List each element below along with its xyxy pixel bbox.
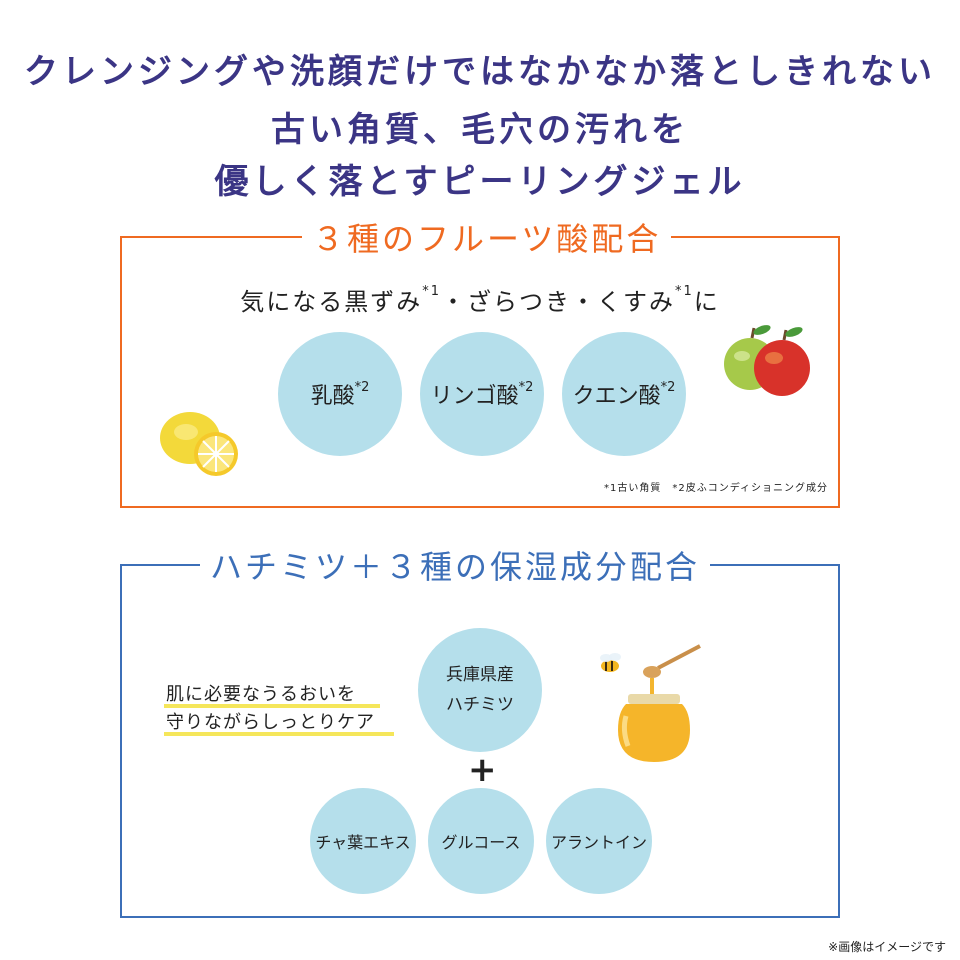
ingredient-circle-honey: 兵庫県産 ハチミツ: [418, 628, 542, 752]
image-disclaimer: ※画像はイメージです: [828, 940, 946, 954]
highlight-text-line-2: 守りながらしっとりケア: [166, 712, 375, 733]
highlight-underline-1: [164, 704, 380, 708]
subtitle-part-2: ・ざらつき・くすみ: [441, 288, 675, 316]
plus-sign: +: [468, 750, 497, 790]
ingredient-circle-lactic-acid: 乳酸*2: [278, 332, 402, 456]
footnote-mark: *1: [422, 284, 441, 299]
headline-line-3: 優しく落とすピーリングジェル: [214, 162, 746, 202]
ingredient-label: リンゴ酸: [430, 384, 519, 409]
ingredient-label: チャ葉エキス: [315, 833, 411, 852]
ingredient-circle-glucose: グルコース: [428, 788, 534, 894]
footnote-mark: *2: [660, 380, 676, 395]
honey-title: ハチミツ＋３種の保湿成分配合: [200, 542, 711, 588]
apple-illustration: [724, 325, 810, 396]
honey-panel: ハチミツ＋３種の保湿成分配合 肌に必要なうるおいを 守りながらしっとりケア 兵庫…: [120, 542, 840, 918]
honey-label: ハチミツ: [446, 695, 514, 715]
fruit-acid-title: ３種のフルーツ酸配合: [302, 214, 672, 260]
ingredient-circle-allantoin: アラントイン: [546, 788, 652, 894]
lemon-illustration: [160, 412, 238, 476]
honey-jar-illustration: [600, 644, 701, 762]
subtitle-part-3: に: [693, 288, 720, 316]
ingredient-label: アラントイン: [550, 833, 647, 852]
ingredient-circle-tea-leaf-extract: チャ葉エキス: [310, 788, 416, 894]
fruit-acid-subtitle: 気になる黒ずみ*1・ざらつき・くすみ*1に: [122, 282, 838, 317]
ingredient-label: グルコース: [441, 833, 521, 852]
footnote-mark: *1: [675, 284, 694, 299]
highlight-text-line-1: 肌に必要なうるおいを: [166, 684, 356, 705]
subtitle-part-1: 気になる黒ずみ: [240, 288, 423, 316]
ingredient-circle-citric-acid: クエン酸*2: [562, 332, 686, 456]
footnote-mark: *2: [518, 380, 534, 395]
headline-line-2: 古い角質、毛穴の汚れを: [271, 110, 689, 150]
highlight-underline-2: [164, 732, 394, 736]
ingredient-label: クエン酸: [572, 384, 661, 409]
footnote-mark: *2: [354, 380, 370, 395]
fruit-acid-panel: ３種のフルーツ酸配合 気になる黒ずみ*1・ざらつき・くすみ*1に 乳酸*2 リン…: [120, 214, 840, 508]
honey-origin-label: 兵庫県産: [446, 665, 514, 685]
ingredient-label: 乳酸: [310, 384, 355, 409]
ingredient-circle-malic-acid: リンゴ酸*2: [420, 332, 544, 456]
fruit-acid-footnote: *1古い角質 *2皮ふコンディショニング成分: [603, 483, 828, 494]
headline-line-1: クレンジングや洗顔だけではなかなか落としきれない: [24, 52, 936, 92]
